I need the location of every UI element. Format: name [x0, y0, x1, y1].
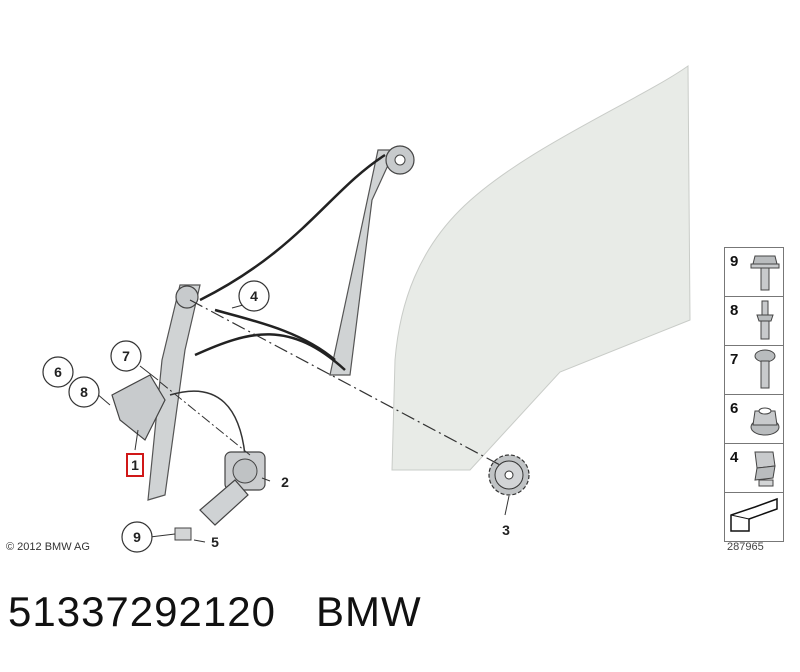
- callout-2: 2: [281, 474, 289, 490]
- cable: [169, 390, 246, 456]
- svg-text:7: 7: [122, 348, 130, 364]
- brand-name: BMW: [315, 588, 422, 635]
- svg-text:9: 9: [133, 529, 141, 545]
- callout-1: 1: [126, 453, 144, 477]
- hex-flange-bolt-icon: [750, 255, 780, 291]
- stud-bolt-icon: [756, 300, 774, 340]
- svg-text:6: 6: [54, 364, 62, 380]
- drawing-number: 287965: [727, 541, 764, 553]
- svg-text:2: 2: [281, 474, 289, 490]
- legend-item-6: 6: [724, 394, 784, 444]
- svg-text:8: 8: [80, 384, 88, 400]
- svg-text:1: 1: [131, 457, 139, 473]
- legend-item-arrow: [724, 492, 784, 542]
- callout-4: 4: [238, 280, 270, 312]
- callout-5: 5: [211, 534, 219, 550]
- regulator-rail-front: [147, 284, 201, 501]
- legend-item-7: 7: [724, 345, 784, 395]
- assembly-axis: [189, 299, 501, 466]
- legend-item-9: 9: [724, 247, 784, 297]
- legend-item-4: 4: [724, 443, 784, 493]
- svg-text:3: 3: [502, 522, 510, 538]
- sprocket-gear: [488, 454, 530, 496]
- callout-6: 6: [42, 356, 74, 388]
- copyright-notice: © 2012 BMW AG: [6, 541, 90, 553]
- arrow-icon: [730, 497, 778, 532]
- cable: [199, 153, 386, 302]
- pulley-front: [175, 285, 199, 309]
- callout-8: 8: [68, 376, 100, 408]
- fastener-legend: 9 8 7 6 4: [724, 247, 784, 542]
- window-glass: [391, 65, 691, 471]
- round-head-screw-icon: [754, 349, 776, 389]
- callout-7: 7: [110, 340, 142, 372]
- svg-text:5: 5: [211, 534, 219, 550]
- part-caption: 51337292120 BMW: [8, 588, 422, 636]
- callout-3: 3: [502, 522, 510, 538]
- plug-connector: [174, 527, 192, 541]
- parts-diagram: 4 7 6 8 1 2 3 9 5: [42, 65, 691, 553]
- part-number: 51337292120: [8, 588, 276, 635]
- cable: [194, 333, 346, 371]
- clip-nut-icon: [754, 451, 776, 487]
- svg-text:4: 4: [250, 288, 258, 304]
- legend-item-8: 8: [724, 296, 784, 346]
- drive-motor: [199, 479, 249, 526]
- hex-nut-icon: [750, 407, 780, 436]
- cable: [214, 308, 336, 361]
- assembly-axis: [159, 381, 251, 456]
- regulator-rail-rear: [329, 149, 396, 376]
- carrier-bracket: [111, 374, 166, 441]
- callout-9: 9: [121, 521, 153, 553]
